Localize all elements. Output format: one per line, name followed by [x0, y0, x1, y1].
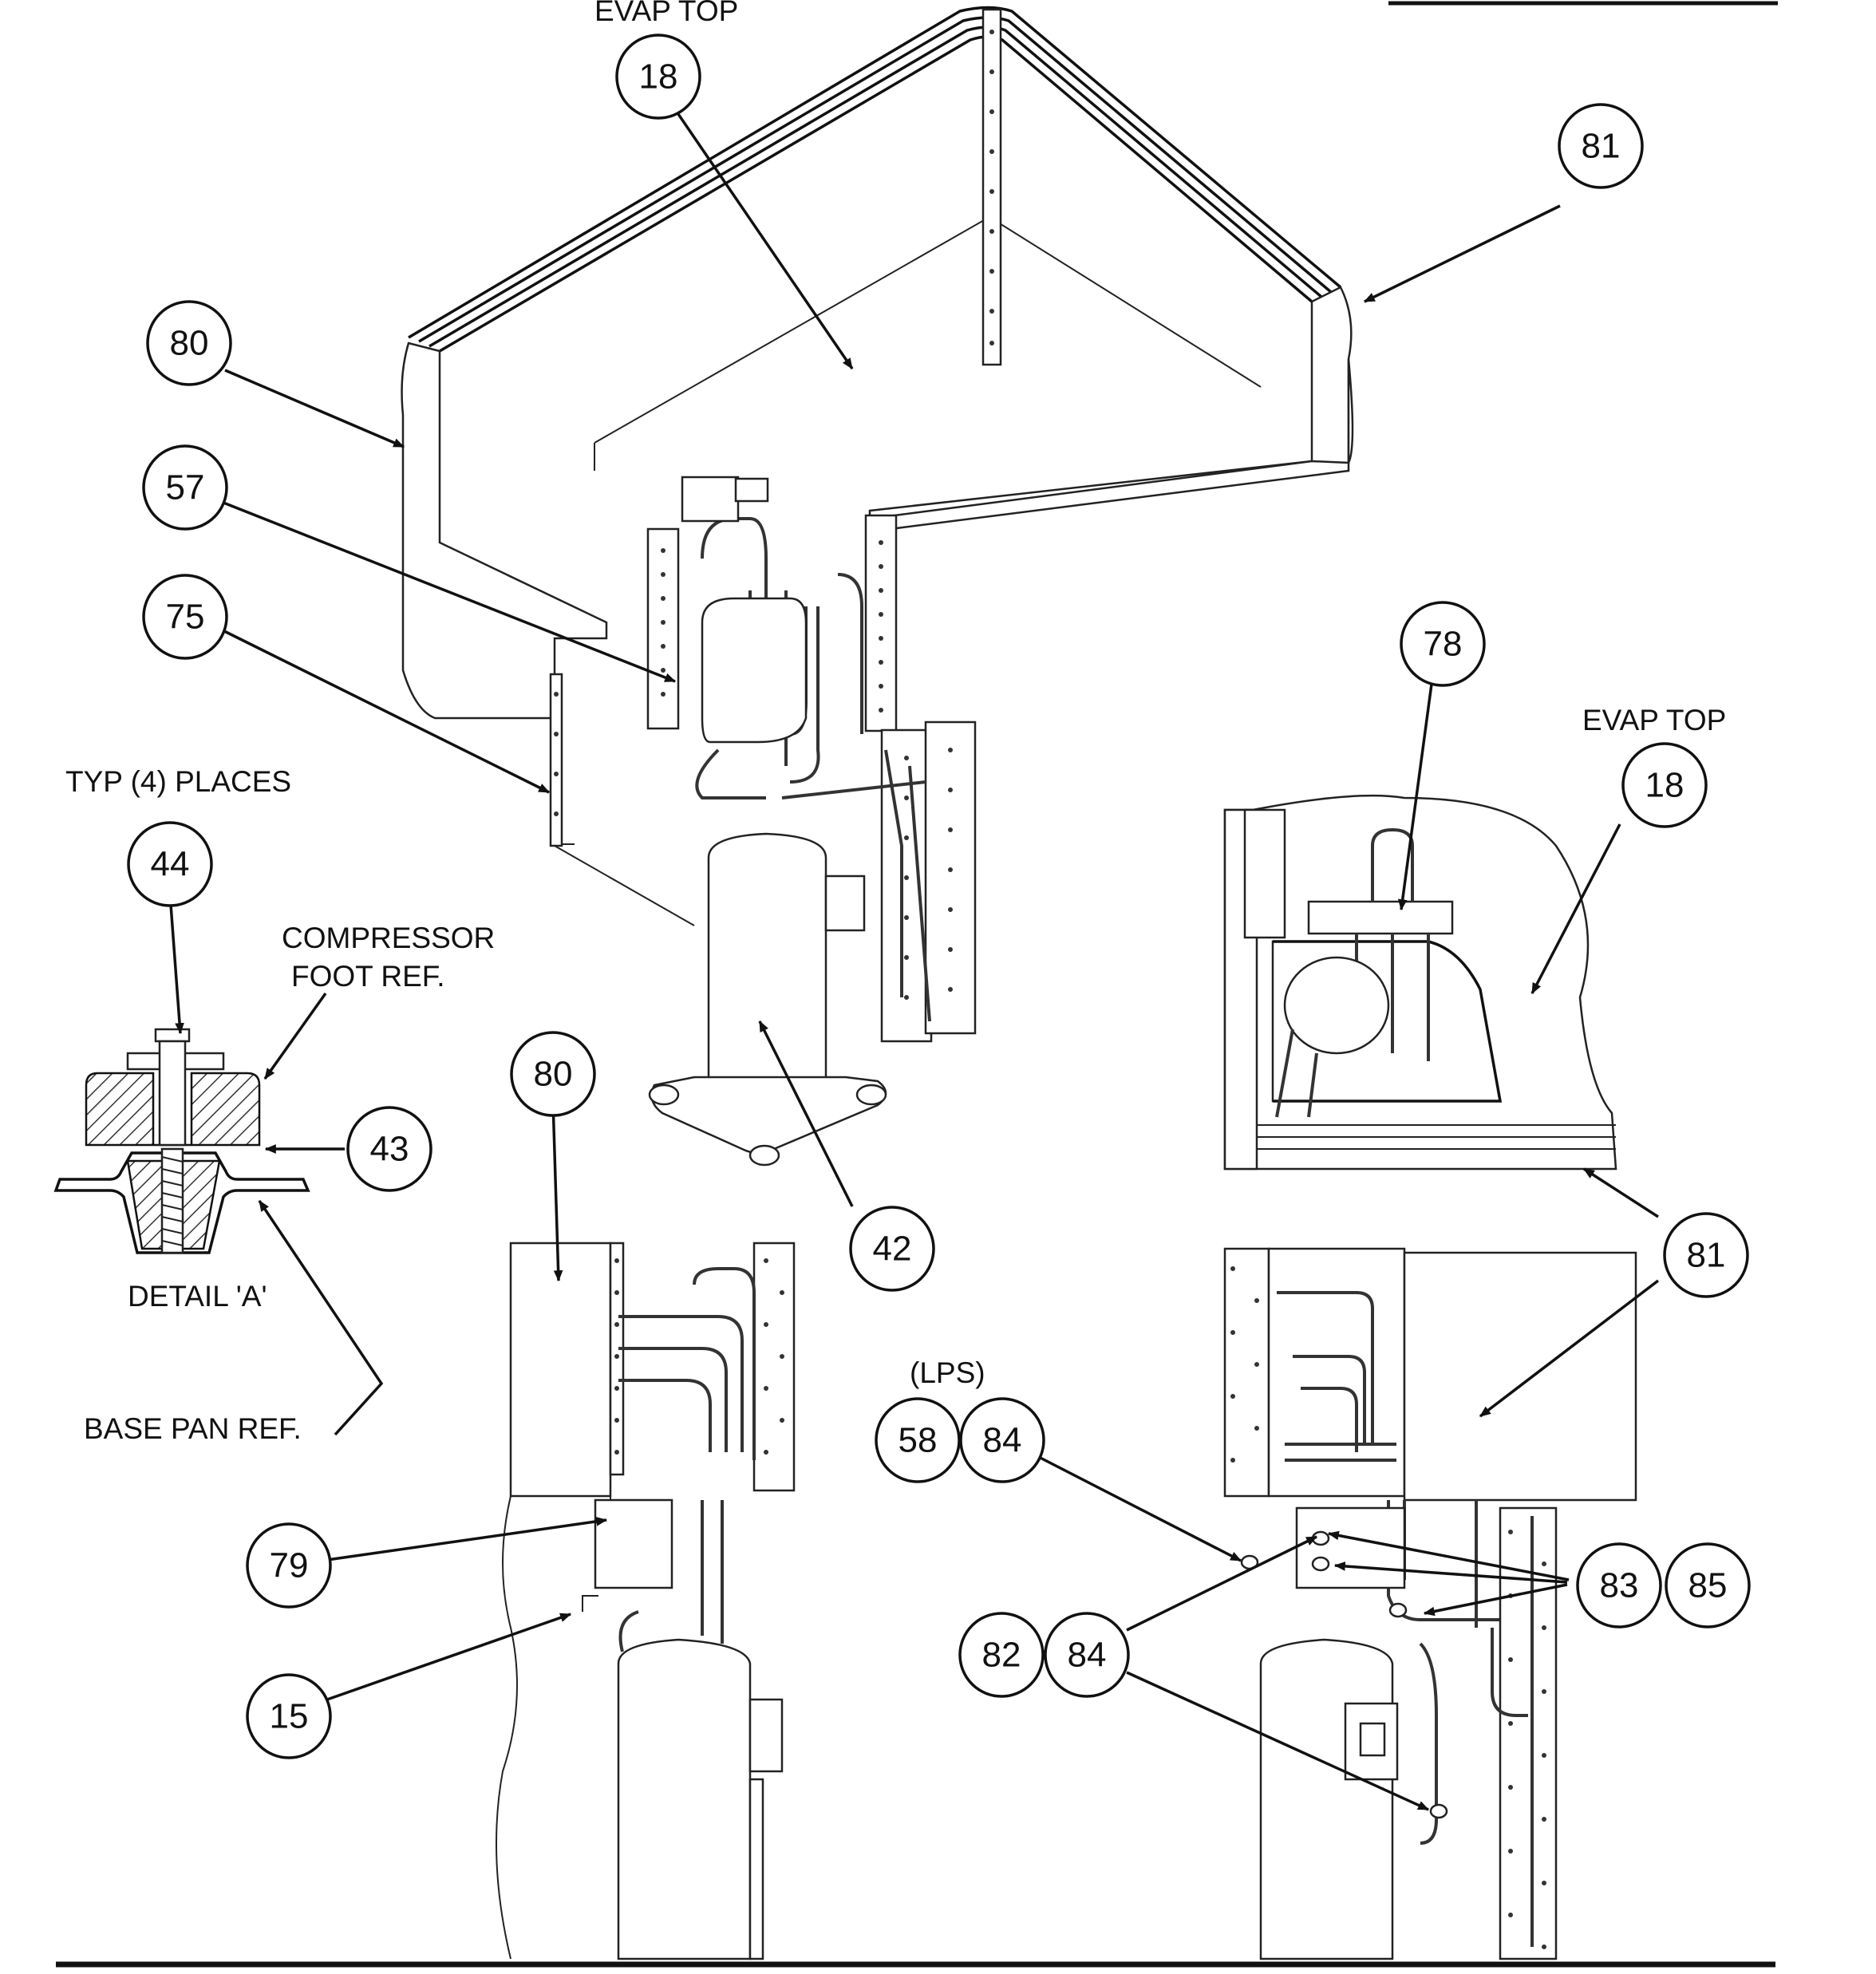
callout-18-right: 18	[1621, 742, 1708, 828]
typ-places-label: TYP (4) PLACES	[65, 765, 291, 798]
foot-ref-label: FOOT REF.	[291, 960, 445, 993]
callout-78: 78	[1400, 601, 1486, 687]
callout-84-lower: 84	[1044, 1612, 1130, 1698]
callout-42: 42	[849, 1206, 935, 1292]
callout-85: 85	[1665, 1542, 1751, 1629]
svg-text:57: 57	[166, 468, 205, 507]
callout-80-lower: 80	[510, 1031, 596, 1117]
lower-left-view	[496, 1242, 796, 1960]
svg-text:80: 80	[534, 1055, 573, 1094]
svg-text:18: 18	[639, 57, 678, 97]
svg-text:75: 75	[166, 598, 205, 637]
svg-text:44: 44	[151, 845, 190, 884]
detail-a-drawing	[53, 1028, 310, 1254]
svg-text:78: 78	[1424, 625, 1463, 664]
callout-81-lower: 81	[1663, 1212, 1749, 1298]
detail-a-label: DETAIL 'A'	[128, 1280, 267, 1313]
svg-text:79: 79	[270, 1546, 309, 1585]
callout-44: 44	[127, 821, 213, 907]
svg-text:84: 84	[1068, 1636, 1107, 1675]
svg-text:15: 15	[270, 1697, 309, 1736]
callout-58: 58	[875, 1397, 961, 1483]
svg-text:81: 81	[1582, 127, 1621, 166]
callout-bubbles: 18 81 80 57 75 78 18 44 43 42 80 81 58 8…	[127, 34, 1751, 1759]
callout-82: 82	[958, 1612, 1045, 1698]
svg-text:83: 83	[1600, 1566, 1639, 1605]
svg-text:18: 18	[1645, 766, 1684, 805]
right-upper-view	[1223, 794, 1617, 1171]
callout-81-top: 81	[1558, 103, 1644, 189]
callout-43: 43	[346, 1106, 432, 1192]
svg-text:85: 85	[1688, 1566, 1728, 1605]
svg-text:43: 43	[370, 1130, 409, 1169]
coil-assembly-main	[401, 6, 1354, 1167]
callout-80-top: 80	[146, 300, 232, 386]
callout-79: 79	[246, 1522, 332, 1609]
svg-text:42: 42	[873, 1230, 912, 1269]
callout-18-top: 18	[615, 34, 701, 120]
compressor-label: COMPRESSOR	[282, 922, 495, 954]
leader-lines	[168, 111, 1660, 1811]
svg-text:84: 84	[983, 1421, 1022, 1460]
lower-right-view	[1223, 1247, 1637, 1960]
evap-top-label-upper: EVAP TOP	[594, 0, 738, 27]
callout-83: 83	[1576, 1542, 1662, 1629]
svg-text:82: 82	[982, 1636, 1021, 1675]
evap-top-label-right: EVAP TOP	[1582, 704, 1726, 736]
base-pan-ref-label: BASE PAN REF.	[84, 1412, 302, 1445]
text-labels: EVAP TOP EVAP TOP TYP (4) PLACES COMPRES…	[65, 0, 1726, 1445]
callout-57: 57	[142, 444, 228, 531]
callout-75: 75	[142, 574, 228, 660]
callout-84-upper: 84	[959, 1397, 1045, 1483]
svg-text:58: 58	[899, 1421, 938, 1460]
svg-text:81: 81	[1687, 1236, 1726, 1275]
lps-label: (LPS)	[910, 1356, 985, 1389]
callout-15: 15	[246, 1673, 332, 1759]
svg-text:80: 80	[170, 324, 209, 363]
